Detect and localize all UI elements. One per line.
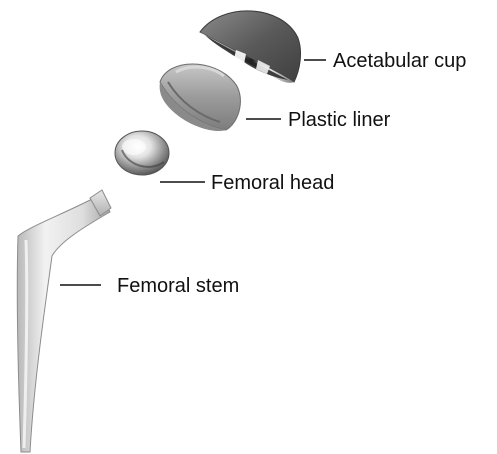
plastic-liner-image — [160, 64, 241, 131]
plastic-liner-label: Plastic liner — [288, 109, 391, 131]
femoral-stem-label: Femoral stem — [117, 275, 239, 297]
femoral-head-label: Femoral head — [211, 172, 334, 194]
acetabular-cup-label: Acetabular cup — [333, 50, 466, 72]
femoral-stem-image — [17, 190, 111, 452]
femoral-head-image — [115, 131, 169, 175]
